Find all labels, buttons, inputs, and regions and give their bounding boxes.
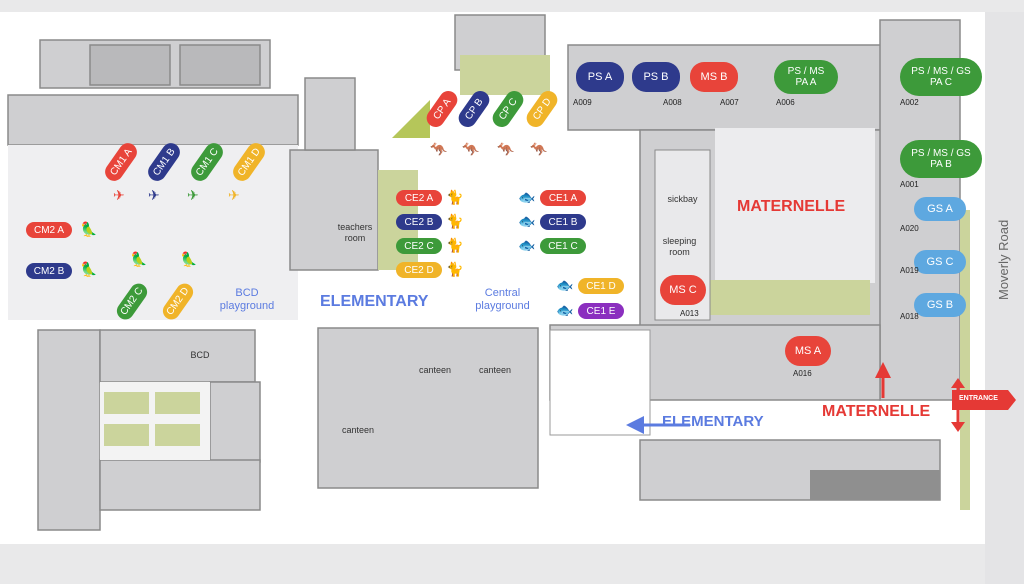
building-teachers — [289, 77, 379, 271]
fish-icon: 🐟 — [518, 237, 536, 253]
hedge — [960, 210, 970, 510]
parrot-icon: 🦜 — [180, 251, 198, 267]
central-playground-label: Central playground — [475, 287, 530, 312]
building-topleft — [7, 39, 299, 146]
class-ce1-e[interactable]: CE1 E — [578, 303, 624, 319]
entrance-label: ENTRANCE — [959, 395, 998, 402]
cat-icon: 🐈 — [446, 213, 464, 229]
sleeping-room-label: sleeping room — [662, 236, 697, 257]
class-ce2-a[interactable]: CE2 A — [396, 190, 442, 206]
class-cm2-b[interactable]: CM2 B — [26, 263, 72, 279]
arrows — [626, 362, 965, 434]
bird-icon: ✈ — [113, 187, 125, 203]
class-ce2-d[interactable]: CE2 D — [396, 262, 442, 278]
kangaroo-icon: 🦘 — [530, 141, 548, 157]
dark-block — [810, 470, 940, 500]
class-ps-ms-gs-pa-c[interactable]: PS / MS / GS PA C — [900, 58, 982, 96]
class-ce1-d[interactable]: CE1 D — [578, 278, 624, 294]
kangaroo-icon: 🦘 — [430, 141, 448, 157]
cat-icon: 🐈 — [446, 189, 464, 205]
bird-icon: ✈ — [187, 187, 199, 203]
room-a013: A013 — [680, 309, 699, 318]
grass-top — [460, 55, 550, 95]
class-ce1-c[interactable]: CE1 C — [540, 238, 586, 254]
room-a002: A002 — [900, 98, 919, 107]
entrance-flag — [952, 390, 1016, 410]
class-gs-b[interactable]: GS B — [914, 293, 966, 317]
building-left — [37, 329, 261, 531]
bird-icon: ✈ — [148, 187, 160, 203]
maternelle-garden — [700, 280, 870, 315]
room-a001: A001 — [900, 180, 919, 189]
fish-icon: 🐟 — [556, 302, 574, 318]
class-ps-a[interactable]: PS A — [576, 62, 624, 92]
parrot-icon: 🦜 — [80, 221, 98, 237]
room-a018: A018 — [900, 312, 919, 321]
bcd-playground-label: BCD playground — [219, 287, 275, 312]
fish-icon: 🐟 — [556, 277, 574, 293]
canteen-label-3: canteen — [341, 425, 375, 435]
elementary-court — [549, 329, 651, 436]
class-gs-a[interactable]: GS A — [914, 197, 966, 221]
zone-elementary-main: ELEMENTARY — [320, 293, 429, 310]
class-ce1-a[interactable]: CE1 A — [540, 190, 586, 206]
class-ms-a[interactable]: MS A — [785, 336, 831, 366]
class-ce2-c[interactable]: CE2 C — [396, 238, 442, 254]
canteen-label-2: canteen — [478, 365, 512, 375]
zone-maternelle-entrance: MATERNELLE — [822, 403, 931, 420]
building-canteen — [317, 327, 539, 489]
teachers-room-label: teachers room — [337, 222, 373, 243]
kangaroo-icon: 🦘 — [497, 141, 515, 157]
class-ps-ms-pa-a[interactable]: PS / MS PA A — [774, 60, 838, 94]
fish-icon: 🐟 — [518, 189, 536, 205]
room-a006: A006 — [776, 98, 795, 107]
canteen-label-1: canteen — [418, 365, 452, 375]
zone-elementary-arrow: ELEMENTARY — [662, 413, 764, 430]
class-ps-ms-gs-pa-b[interactable]: PS / MS / GS PA B — [900, 140, 982, 178]
road-strip — [985, 12, 1024, 584]
cat-icon: 🐈 — [446, 261, 464, 277]
road-label: Moverly Road — [996, 219, 1011, 300]
cat-icon: 🐈 — [446, 237, 464, 253]
grass-patches — [104, 392, 200, 446]
kangaroo-icon: 🦘 — [462, 141, 480, 157]
class-ms-c[interactable]: MS C — [660, 275, 706, 305]
room-a008: A008 — [663, 98, 682, 107]
bird-icon: ✈ — [228, 187, 240, 203]
class-ce1-b[interactable]: CE1 B — [540, 214, 586, 230]
sickbay-label: sickbay — [667, 194, 698, 204]
grass-triangle — [392, 100, 430, 138]
class-ce2-b[interactable]: CE2 B — [396, 214, 442, 230]
class-ps-b[interactable]: PS B — [632, 62, 680, 92]
room-a009: A009 — [573, 98, 592, 107]
room-a019: A019 — [900, 266, 919, 275]
room-a020: A020 — [900, 224, 919, 233]
parrot-icon: 🦜 — [80, 261, 98, 277]
class-gs-c[interactable]: GS C — [914, 250, 966, 274]
zone-maternelle-main: MATERNELLE — [737, 198, 846, 215]
class-ms-b[interactable]: MS B — [690, 62, 738, 92]
parrot-icon: 🦜 — [130, 251, 148, 267]
class-cm2-a[interactable]: CM2 A — [26, 222, 72, 238]
fish-icon: 🐟 — [518, 213, 536, 229]
room-a016: A016 — [793, 369, 812, 378]
bcd-room-label: BCD — [190, 350, 210, 360]
room-a007: A007 — [720, 98, 739, 107]
maternelle-hall — [715, 128, 875, 283]
